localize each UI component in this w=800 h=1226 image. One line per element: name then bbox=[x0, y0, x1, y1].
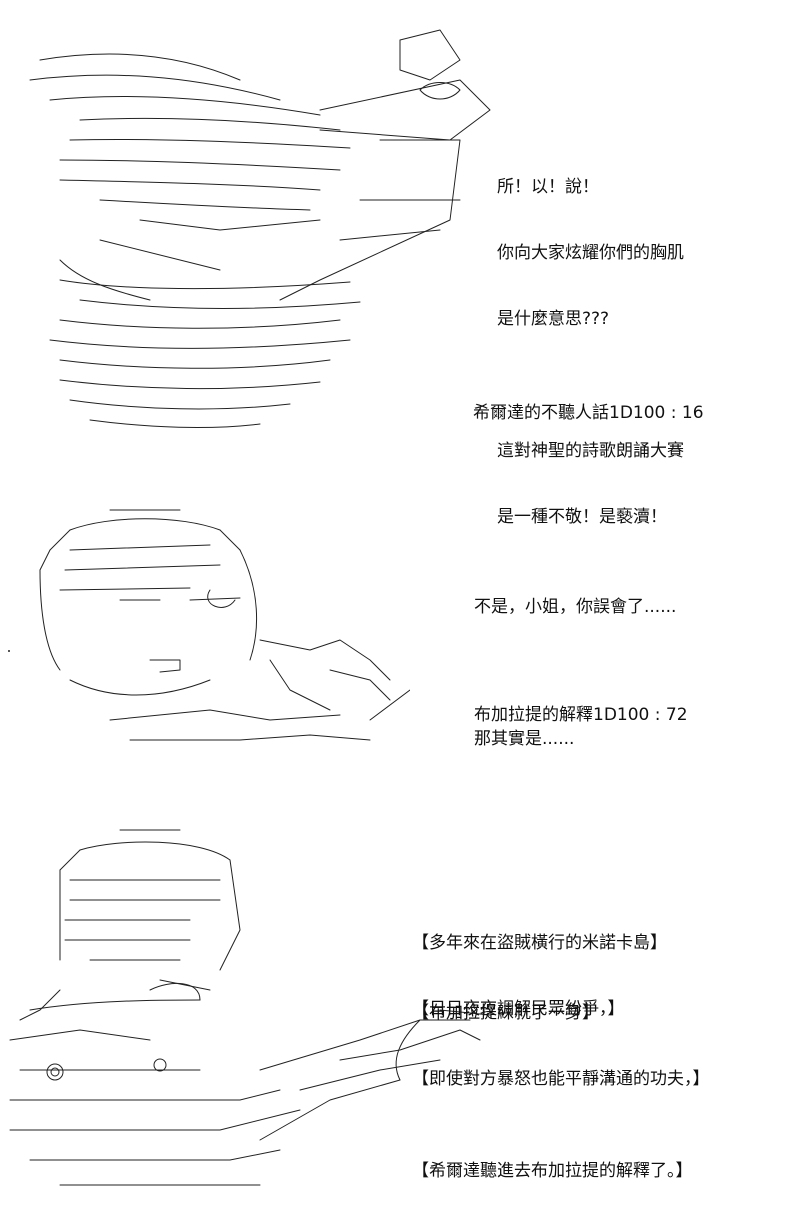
narration-line: 【希爾達聽進去布加拉提的解釋了。】 bbox=[412, 1161, 693, 1181]
narration-line: 【多年來在盜賊橫行的米諾卡島】 bbox=[412, 933, 667, 953]
dialogue-line: 這對神聖的詩歌朗誦大賽 bbox=[497, 441, 684, 461]
ascii-art-bucciarati-calm bbox=[9, 829, 491, 1186]
ascii-art-hilda-scolding bbox=[29, 29, 491, 428]
dialogue-line: 你向大家炫耀你們的胸肌 bbox=[497, 243, 684, 263]
narration-line: 【日日夜夜調解民眾紛爭，】 bbox=[412, 999, 625, 1019]
panel-1: 所！以！說！ 你向大家炫耀你們的胸肌 是什麼意思??? 這對神聖的詩歌朗誦大賽 … bbox=[0, 0, 800, 527]
dialogue-line: 是什麼意思??? bbox=[497, 309, 610, 329]
small-dot bbox=[8, 650, 10, 652]
narration-b: 【布加拉提練就了一身】 【即使對方暴怒也能平靜溝通的功夫，】 bbox=[412, 958, 710, 1134]
dialogue-line: 不是，小姐，你誤會了...... bbox=[474, 597, 677, 617]
narration-line: 【即使對方暴怒也能平靜溝通的功夫，】 bbox=[412, 1069, 710, 1089]
ascii-art-bucciarati-explaining bbox=[39, 509, 410, 741]
narration-a: 【多年來在盜賊橫行的米諾卡島】 【日日夜夜調解民眾紛爭，】 bbox=[412, 888, 667, 1064]
dialogue-line: 是一種不敬！是褻瀆！ bbox=[497, 507, 667, 527]
panel-3: 【多年來在盜賊橫行的米諾卡島】 【日日夜夜調解民眾紛爭，】 【布加拉提練就了一身… bbox=[0, 810, 800, 1200]
hilda-dialogue: 所！以！說！ 你向大家炫耀你們的胸肌 是什麼意思??? 這對神聖的詩歌朗誦大賽 … bbox=[497, 132, 684, 572]
narration-c: 【希爾達聽進去布加拉提的解釋了。】 bbox=[412, 1116, 693, 1226]
dice-roll-hilda: 希爾達的不聽人話1D100 : 16 bbox=[473, 403, 704, 423]
narration-line: 【布加拉提練就了一身】 bbox=[412, 1003, 599, 1023]
dialogue-line: 那其實是...... bbox=[474, 729, 575, 749]
bucciarati-dialogue: 不是，小姐，你誤會了...... 那其實是...... bbox=[474, 552, 676, 794]
dice-roll-bucciarati: 布加拉提的解釋1D100 : 72 bbox=[474, 705, 688, 725]
panel-2: 不是，小姐，你誤會了...... 那其實是...... 布加拉提的解釋1D100… bbox=[0, 490, 800, 770]
dialogue-line: 所！以！說！ bbox=[497, 177, 599, 197]
